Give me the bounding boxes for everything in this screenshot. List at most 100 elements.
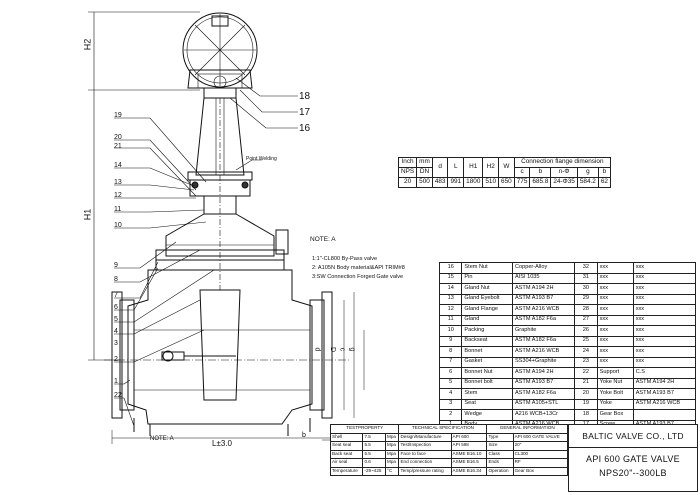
part-pos: 26	[574, 325, 598, 337]
balloon-17: 17	[299, 107, 311, 118]
spec-cell: End connection	[398, 458, 452, 468]
right-flange	[309, 299, 325, 411]
part-name: xxx	[596, 304, 634, 316]
dim-header-l: L	[447, 157, 465, 178]
dim-header-w: W	[498, 157, 515, 178]
part-material: SS304+Graphite	[511, 356, 576, 368]
part-pos: 3	[438, 398, 463, 410]
spec-cell: ASME B16.10	[450, 449, 488, 459]
spec-cell: Size	[486, 441, 514, 451]
spec-cell: Back seat	[329, 449, 364, 459]
part-name: Yoke	[596, 398, 634, 410]
part-pos: 30	[574, 283, 598, 295]
part-material: ASTM A193 B7	[511, 377, 576, 389]
balloon-12: 12	[114, 192, 122, 199]
spec-cell: ASME B16.5	[450, 458, 488, 468]
technical-spec-header: TECHNICAL SPECIFICATION	[398, 424, 488, 434]
point-welding-label: Point Welding	[246, 156, 277, 162]
part-name: Wedge	[461, 409, 513, 421]
part-name: Pin	[461, 272, 513, 284]
part-material: xxx	[632, 314, 697, 326]
part-material: xxx	[632, 283, 697, 295]
spec-cell: Temp/pressure rating	[398, 466, 452, 476]
note-line-1: 1:1"-CL800 By-Pass valve	[312, 256, 378, 262]
spec-cell: Test/Inspection	[398, 441, 452, 451]
part-name: xxx	[596, 325, 634, 337]
part-pos: 11	[438, 314, 463, 326]
balloon-10: 10	[114, 222, 122, 229]
dim-header-nps: NPS	[397, 167, 418, 178]
part-name: xxx	[596, 314, 634, 326]
part-pos: 32	[574, 262, 598, 274]
bottom-note-label: NOTE: A	[150, 436, 174, 442]
dim-cell: 62	[597, 177, 611, 188]
part-name: xxx	[596, 272, 634, 284]
title-block: BALTIC VALVE CO., LTD API 600 GATE VALVE…	[568, 424, 698, 492]
test-property-header: TESTPROPERTY	[329, 424, 400, 434]
dim-header-n-phi: n-Φ	[550, 167, 578, 178]
part-material: ASTM A216 WCB	[511, 346, 576, 358]
h1-dimension-label: H1	[82, 208, 93, 221]
dim-header-dn: DN	[416, 167, 433, 178]
part-material: ASTM A194 2H	[511, 283, 576, 295]
dim-cell: 775	[513, 177, 531, 188]
general-info-header: GENERAL INFORMATION	[486, 424, 568, 434]
part-name: xxx	[596, 293, 634, 305]
part-pos: 16	[438, 262, 463, 274]
part-pos: 15	[438, 272, 463, 284]
part-pos: 6	[438, 367, 463, 379]
spec-table: TESTPROPERTY TECHNICAL SPECIFICATION GEN…	[329, 424, 569, 476]
part-pos: 8	[438, 346, 463, 358]
gear-box-input	[211, 15, 229, 27]
spec-cell: Ends	[486, 458, 514, 468]
dimension-table: Inch mm d L H1 H2 W Connection flange di…	[397, 157, 611, 188]
spec-cell: 0.6	[362, 458, 387, 468]
part-pos: 10	[438, 325, 463, 337]
part-material: xxx	[632, 325, 697, 337]
part-name: Support	[596, 367, 634, 379]
balloon-22: 22	[114, 392, 122, 399]
spec-cell: Class	[486, 449, 514, 459]
part-material: ASTM A182 F6a	[511, 388, 576, 400]
dim-header-g: g	[576, 167, 599, 178]
spec-cell: Mpa	[384, 441, 400, 451]
wedge	[199, 289, 241, 401]
part-material: xxx	[632, 346, 697, 358]
part-pos: 29	[574, 293, 598, 305]
part-material: ASTM A193 B7	[511, 293, 576, 305]
dim-header-flange: Connection flange dimension	[513, 157, 611, 168]
note-line-3: 3:SW Connection Forged Gate valve	[312, 274, 404, 280]
part-pos: 18	[574, 409, 598, 421]
note-line-2: 2: A105N Body material&API TRIM#8	[312, 265, 405, 271]
spec-cell: API 600 GATE VALVE	[512, 432, 569, 442]
part-pos: 2	[438, 409, 463, 421]
dim-header-h1: H1	[463, 157, 484, 178]
handwheel	[182, 12, 258, 88]
part-pos: 20	[574, 388, 598, 400]
dd-dimension-label: D	[329, 346, 337, 353]
gear-box	[187, 69, 253, 89]
spec-cell: API 600	[450, 432, 488, 442]
spec-cell: CL300	[512, 449, 569, 459]
part-material: ASTM A194 2H	[632, 377, 697, 389]
part-material: ASTM A194 2H	[511, 367, 576, 379]
part-material: xxx	[632, 262, 697, 274]
part-name: xxx	[596, 356, 634, 368]
dim-cell: 20	[397, 177, 418, 188]
part-material	[632, 409, 697, 421]
balloon-13: 13	[114, 179, 122, 186]
part-name: Stem Nut	[461, 262, 513, 274]
part-pos: 22	[574, 367, 598, 379]
spec-cell: Mpa	[384, 432, 400, 442]
part-pos: 28	[574, 304, 598, 316]
